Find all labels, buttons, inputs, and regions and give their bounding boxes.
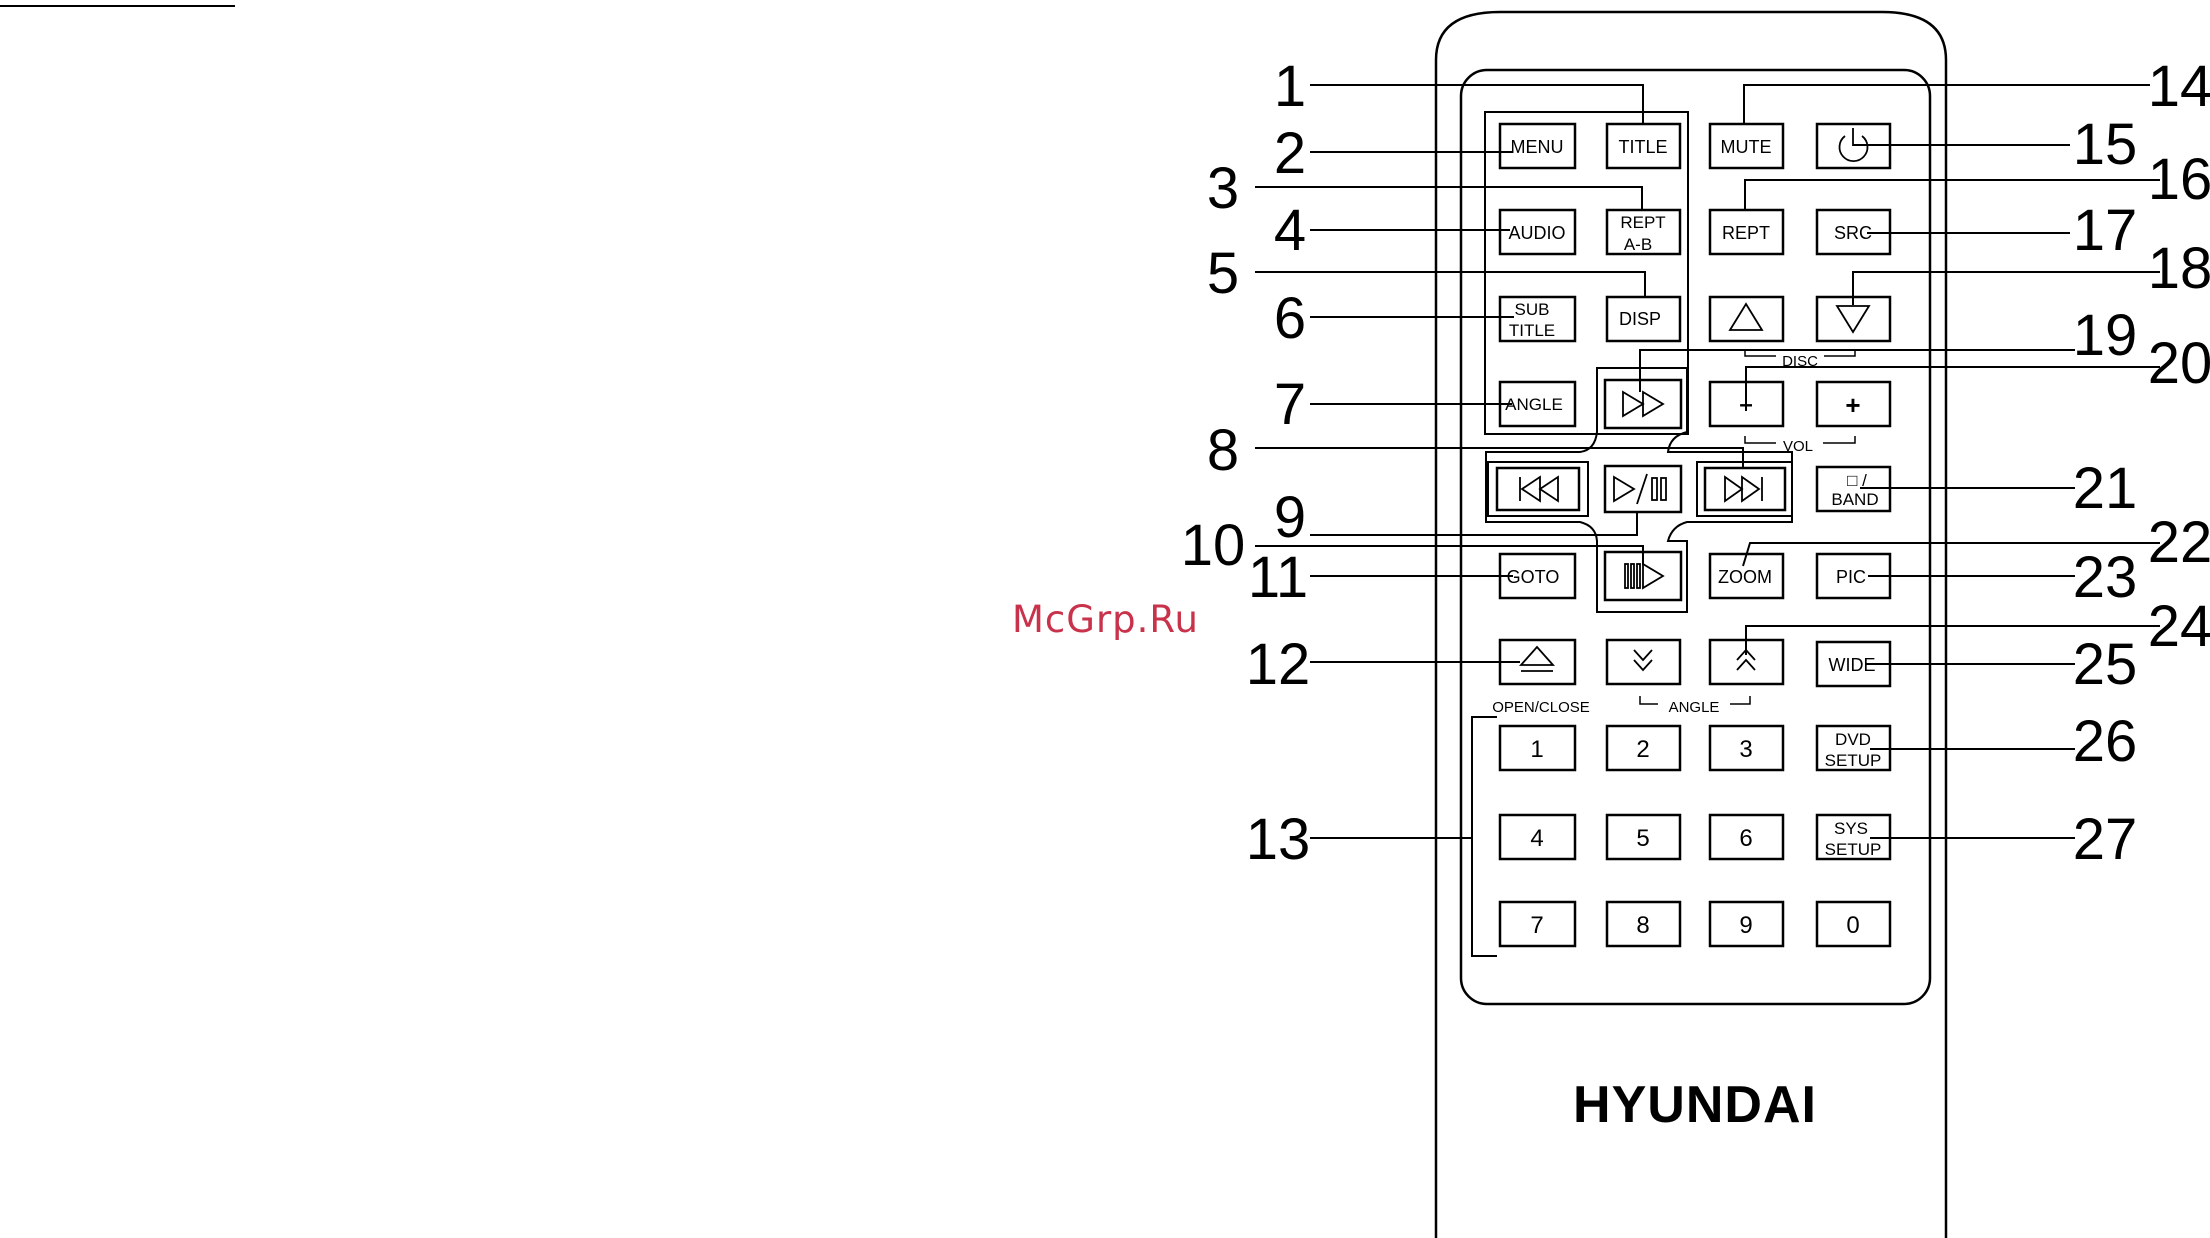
svg-text:MUTE: MUTE [1721,137,1772,157]
vol-plus-button[interactable]: + [1817,382,1890,426]
svg-text:3: 3 [1739,736,1752,763]
digit-8-button[interactable]: 8 [1607,902,1680,946]
svg-text:6: 6 [1739,825,1752,852]
callout-26: 26 [2073,709,2138,774]
callout-19: 19 [2073,303,2138,368]
callout-16: 16 [2148,147,2210,212]
callout-14: 14 [2148,54,2210,119]
play-pause-button[interactable] [1605,466,1681,512]
leader-lines [1255,85,2160,956]
digit-1-button[interactable]: 1 [1500,726,1575,770]
svg-text:SRC: SRC [1834,223,1872,243]
svg-text:ZOOM: ZOOM [1718,567,1772,587]
subtitle-button[interactable]: SUB TITLE [1500,297,1575,341]
callout-24: 24 [2148,594,2210,659]
svg-text:0: 0 [1846,912,1859,939]
svg-text:SETUP: SETUP [1825,840,1882,859]
svg-text:7: 7 [1530,912,1543,939]
callout-2: 2 [1274,121,1306,186]
callout-20: 20 [2148,331,2210,396]
svg-text:DISP: DISP [1619,309,1661,329]
svg-text:4: 4 [1530,825,1543,852]
skip-next-button[interactable] [1697,462,1792,516]
svg-text:SUB: SUB [1515,300,1550,319]
brand-logo: HYUNDAI [1573,1076,1817,1134]
svg-text:TITLE: TITLE [1509,321,1555,340]
digit-7-button[interactable]: 7 [1500,902,1575,946]
mute-button[interactable]: MUTE [1710,124,1783,168]
digit-2-button[interactable]: 2 [1607,726,1680,770]
svg-text:8: 8 [1636,912,1649,939]
svg-text:SETUP: SETUP [1825,751,1882,770]
svg-text:A-B: A-B [1624,235,1652,254]
digit-4-button[interactable]: 4 [1500,815,1575,859]
digit-5-button[interactable]: 5 [1607,815,1680,859]
menu-button[interactable]: MENU [1500,124,1575,168]
open-close-label: OPEN/CLOSE [1492,699,1590,716]
svg-text:PIC: PIC [1836,567,1866,587]
svg-text:ANGLE: ANGLE [1505,395,1563,414]
callout-3: 3 [1207,156,1239,221]
callout-10: 10 [1181,513,1246,578]
digit-9-button[interactable]: 9 [1710,902,1783,946]
watermark-text: McGrp.Ru [1012,598,1199,641]
callout-5: 5 [1207,241,1239,306]
callout-17: 17 [2073,198,2138,263]
svg-text:+: + [1845,390,1860,420]
angle-down-button[interactable] [1607,640,1680,684]
callout-13: 13 [1246,807,1311,872]
svg-text:GOTO: GOTO [1507,567,1560,587]
callout-9: 9 [1274,485,1306,550]
title-button[interactable]: TITLE [1607,124,1680,168]
svg-text:BAND: BAND [1831,490,1878,509]
audio-button[interactable]: AUDIO [1500,210,1575,254]
digit-0-button[interactable]: 0 [1817,902,1890,946]
angle-group-label: ANGLE [1669,699,1720,716]
callout-21: 21 [2073,456,2138,521]
disc-up-button[interactable] [1710,297,1783,341]
rept-button[interactable]: REPT [1710,210,1783,254]
vol-label: VOL [1783,438,1813,455]
svg-text:2: 2 [1636,736,1649,763]
svg-text:SYS: SYS [1834,819,1868,838]
svg-text:1: 1 [1530,736,1543,763]
callout-8: 8 [1207,418,1239,483]
callout-7: 7 [1274,372,1306,437]
callout-12: 12 [1246,632,1311,697]
svg-text:MENU: MENU [1511,137,1564,157]
callout-15: 15 [2073,112,2138,177]
digit-6-button[interactable]: 6 [1710,815,1783,859]
fast-forward-button[interactable] [1605,380,1681,428]
callout-27: 27 [2073,807,2138,872]
callout-18: 18 [2148,236,2210,301]
callout-1: 1 [1274,54,1306,119]
svg-text:9: 9 [1739,912,1752,939]
svg-text:AUDIO: AUDIO [1508,223,1565,243]
digit-3-button[interactable]: 3 [1710,726,1783,770]
skip-previous-button[interactable] [1488,462,1588,516]
rept-ab-button[interactable]: REPT A-B [1607,210,1680,254]
zoom-button[interactable]: ZOOM [1710,554,1783,598]
callout-4: 4 [1274,198,1306,263]
svg-text:TITLE: TITLE [1618,137,1667,157]
svg-text:5: 5 [1636,825,1649,852]
callout-22: 22 [2148,510,2210,575]
callout-6: 6 [1274,286,1306,351]
disp-button[interactable]: DISP [1607,297,1680,341]
callout-11: 11 [1248,545,1308,610]
svg-text:REPT: REPT [1722,223,1770,243]
svg-text:REPT: REPT [1620,213,1665,232]
svg-text:DVD: DVD [1835,730,1871,749]
callout-25: 25 [2073,632,2138,697]
callout-23: 23 [2073,545,2138,610]
